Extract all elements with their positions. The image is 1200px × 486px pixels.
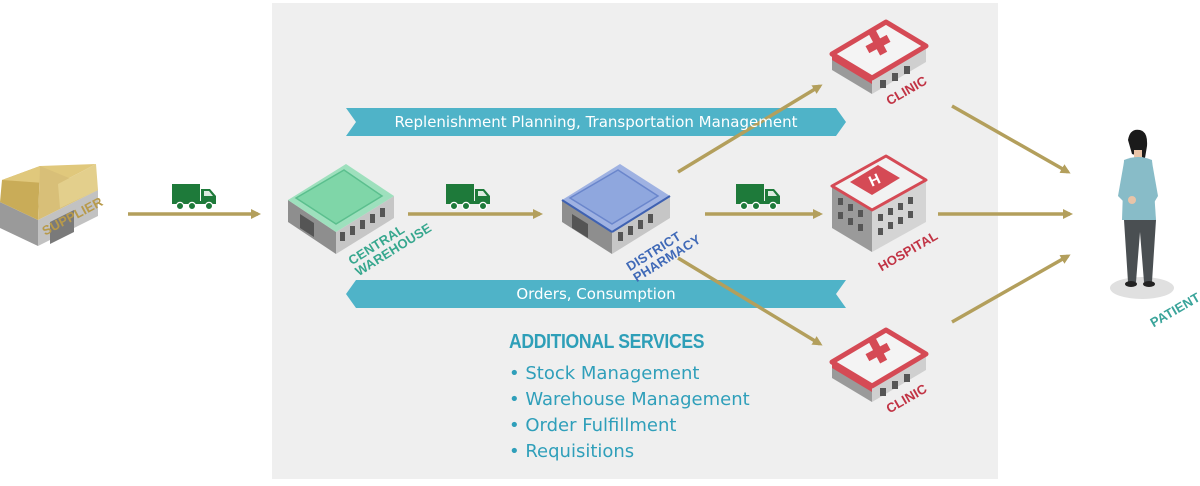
truck-icon: [171, 183, 217, 211]
additional-services-list: Stock Management Warehouse Management Or…: [509, 361, 750, 465]
service-item: Requisitions: [509, 439, 750, 465]
warehouse-building-icon: [288, 164, 394, 254]
hospital-building-icon: H: [830, 154, 928, 252]
arrow-pharmacy-to-clinic-bottom: [677, 256, 823, 346]
patient-figure-icon: [1110, 129, 1174, 299]
orders-banner: [346, 280, 846, 308]
arrow-clinic-top-to-patient: [951, 104, 1071, 174]
service-item: Warehouse Management: [509, 387, 749, 413]
orders-banner-text: Orders, Consumption: [516, 285, 676, 303]
replenishment-banner-text: Replenishment Planning, Transportation M…: [394, 113, 798, 131]
clinic-building-icon: [829, 19, 929, 94]
arrow-clinic-bottom-to-patient: [951, 254, 1071, 324]
service-item: Stock Management: [509, 361, 750, 387]
clinic-building-icon: [829, 327, 929, 402]
arrow-pharmacy-to-clinic-top: [677, 84, 823, 174]
service-item: Order Fulfillment: [509, 413, 750, 439]
pharmacy-building-icon: [561, 164, 671, 254]
supplier-building-icon: [0, 164, 98, 246]
additional-services-heading: ADDITIONAL SERVICES: [509, 331, 705, 353]
replenishment-banner: [346, 108, 846, 136]
